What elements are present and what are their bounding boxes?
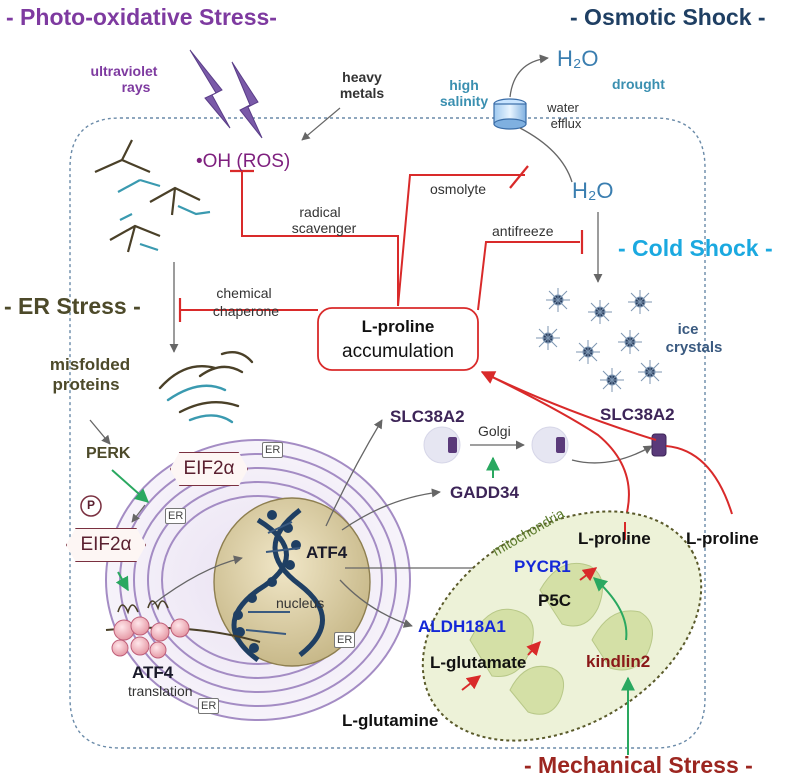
header-cold-shock: - Cold Shock - — [618, 235, 773, 261]
label-osmolyte: osmolyte — [430, 181, 487, 197]
header-photo-oxidative-stress: - Photo-oxidative Stress- — [6, 4, 277, 30]
dna-helix — [231, 508, 325, 663]
label-golgi: Golgi — [478, 423, 511, 439]
header-osmotic-shock: - Osmotic Shock - — [570, 4, 766, 30]
misfolded-protein-squiggles — [158, 351, 254, 424]
eif2a-bottom-label: EIF2α — [80, 534, 132, 555]
label-l-glutamine: L-glutamine — [342, 711, 439, 730]
label-h2o-mid: H₂O — [572, 178, 614, 203]
label-ros: •OH (ROS) — [196, 151, 291, 172]
mitochondria-cristae — [469, 562, 653, 715]
lightning-bolt-2 — [231, 61, 263, 139]
label-water: water — [547, 100, 579, 115]
eif2a-top-label: EIF2α — [183, 458, 235, 479]
proline-box-title: L-proline — [361, 317, 435, 336]
er-tag-2: ER — [165, 508, 187, 524]
label-l-glutamate: L-glutamate — [430, 653, 527, 672]
label-misfolded: misfolded — [49, 355, 131, 374]
label-chemical: chemical — [216, 285, 272, 301]
label-efflux: efflux — [550, 116, 582, 131]
label-h2o-top: H₂O — [557, 46, 599, 71]
label-kindlin2: kindlin2 — [586, 652, 651, 671]
label-p5c: P5C — [538, 591, 572, 610]
er-tag-1: ER — [262, 442, 284, 458]
label-translation: translation — [128, 683, 193, 699]
header-mechanical-stress: - Mechanical Stress - — [524, 752, 753, 778]
label-aldh18a1: ALDH18A1 — [418, 617, 506, 636]
label-gadd34: GADD34 — [450, 483, 519, 502]
label-chaperone: chaperone — [212, 303, 280, 319]
header-er-stress: - ER Stress - — [4, 293, 141, 319]
label-heavy: heavy — [342, 69, 382, 85]
label-salinity: salinity — [439, 93, 489, 109]
antibody-shapes — [94, 139, 211, 253]
label-radical: radical — [299, 204, 341, 220]
ice-crystals-icon — [536, 288, 662, 392]
label-slc38a2-top: SLC38A2 — [390, 407, 465, 426]
label-crystals: crystals — [665, 339, 723, 356]
label-perk: PERK — [86, 445, 131, 462]
proline-box-subtitle: accumulation — [342, 341, 454, 362]
label-l-proline-out: L-proline — [686, 529, 759, 548]
phospho-label: P — [86, 498, 96, 512]
lightning-bolt-1 — [189, 49, 231, 129]
er-tag-3: ER — [334, 632, 356, 648]
ribosome-icon — [105, 600, 261, 659]
label-ultraviolet: ultraviolet — [90, 63, 158, 79]
label-metals: metals — [339, 85, 385, 101]
label-rays: rays — [121, 79, 151, 95]
label-antifreeze: antifreeze — [492, 223, 554, 239]
label-high: high — [449, 77, 479, 93]
nucleus-shape — [213, 497, 371, 667]
label-ice: ice — [677, 321, 699, 338]
label-drought: drought — [612, 76, 665, 92]
label-atf4-nucleus: ATF4 — [306, 543, 348, 562]
label-nucleus: nucleus — [276, 595, 325, 611]
eif2a-bottom-hexagon: EIF2α — [66, 528, 146, 562]
label-proteins: proteins — [52, 375, 120, 394]
label-l-proline-mito: L-proline — [578, 529, 651, 548]
er-tag-4: ER — [198, 698, 220, 714]
label-scavenger: scavenger — [291, 220, 357, 236]
label-pycr1: PYCR1 — [514, 557, 571, 576]
eif2a-top-hexagon: EIF2α — [170, 452, 248, 486]
label-slc38a2-right: SLC38A2 — [600, 405, 675, 424]
label-atf4-translation: ATF4 — [132, 663, 174, 682]
